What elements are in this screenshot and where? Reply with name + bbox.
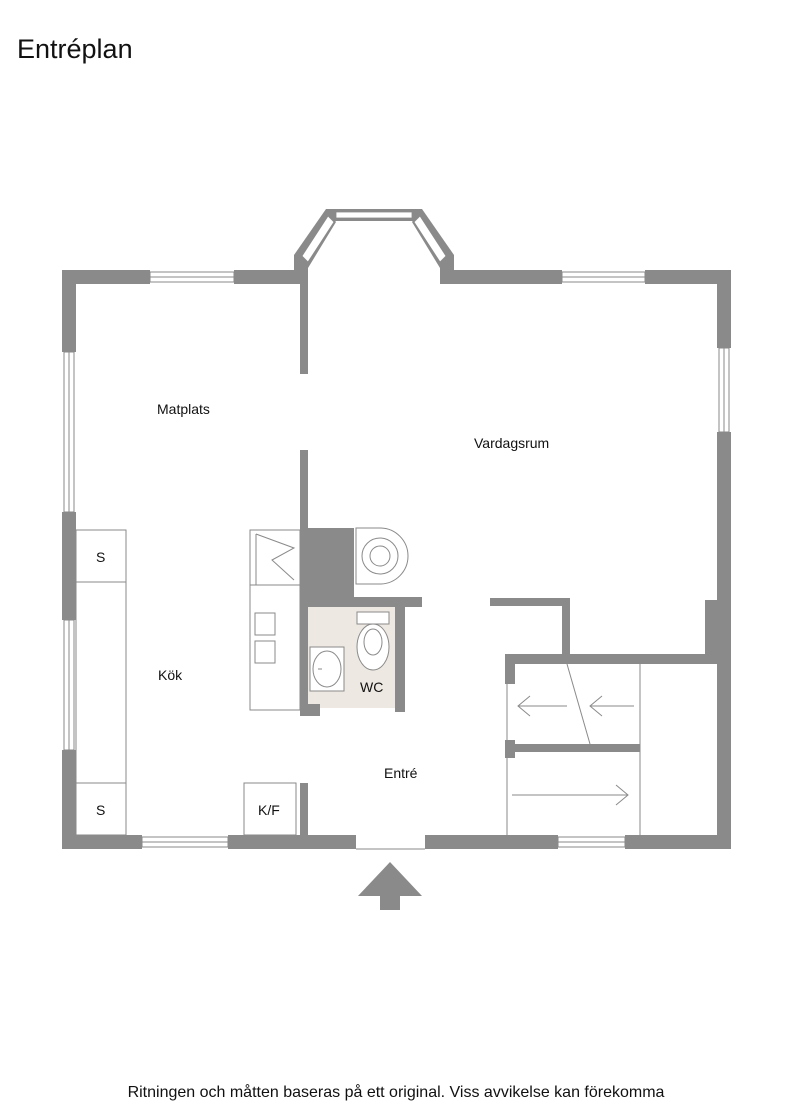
room-label-matplats: Matplats xyxy=(157,401,210,417)
room-label-kok: Kök xyxy=(158,667,183,683)
outer-walls xyxy=(62,255,731,849)
kitchen-counter xyxy=(75,529,297,836)
footer-note: Ritningen och måtten baseras på ett orig… xyxy=(127,1084,665,1101)
round-fixture xyxy=(355,527,409,585)
storage-label-top: S xyxy=(96,549,105,565)
windows xyxy=(63,271,730,848)
room-label-vardagsrum: Vardagsrum xyxy=(474,435,549,451)
page-title: Entréplan xyxy=(17,34,133,64)
storage-label-bottom: S xyxy=(96,802,105,818)
bay-window xyxy=(294,209,454,268)
fridge-freezer-label: K/F xyxy=(258,802,280,818)
room-label-entre: Entré xyxy=(384,765,418,781)
closets xyxy=(506,663,641,835)
kitchen-island xyxy=(249,529,301,711)
wc-fixtures xyxy=(309,611,390,692)
entrance-arrow-icon xyxy=(358,862,422,910)
room-label-wc: WC xyxy=(360,679,383,695)
interior-walls xyxy=(300,280,717,835)
